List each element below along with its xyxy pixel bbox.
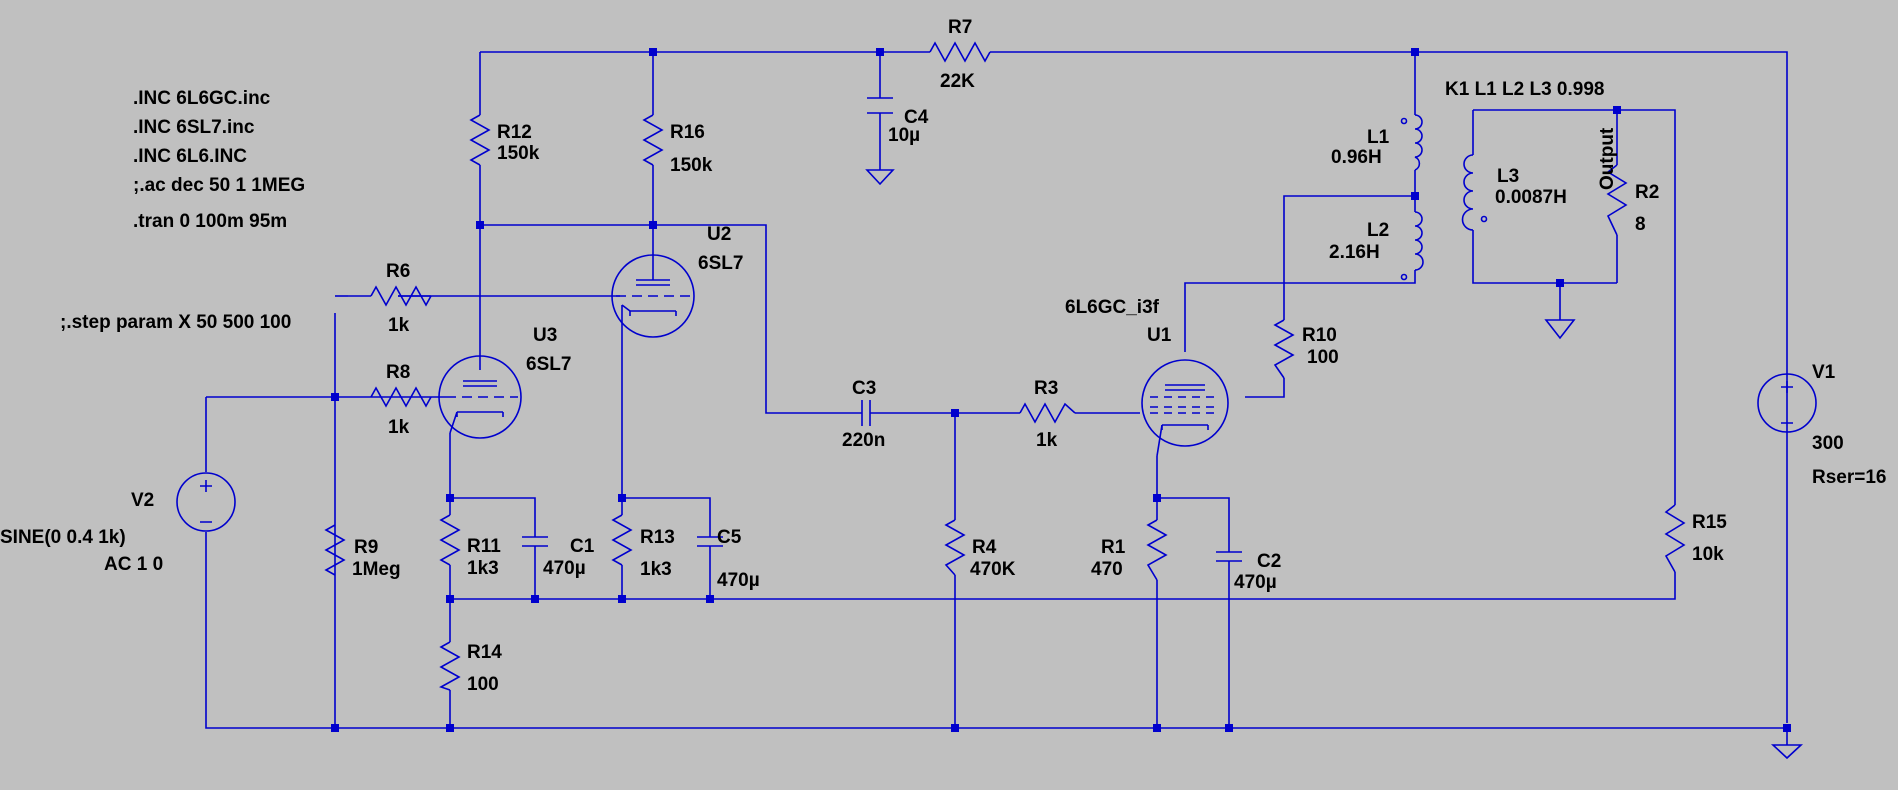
capacitor-C2[interactable] [1216, 545, 1242, 568]
label-C5-value: 470µ [717, 570, 760, 591]
label-U1-name: U1 [1147, 325, 1172, 346]
label-U3-value: 6SL7 [526, 354, 571, 375]
capacitor-C4[interactable] [865, 97, 895, 186]
directive-inc-6sl7[interactable]: .INC 6SL7.inc [133, 117, 255, 138]
tube-U1[interactable] [1141, 359, 1229, 457]
label-V2-ac: AC 1 0 [104, 554, 163, 575]
resistor-R14[interactable] [439, 641, 461, 691]
label-R9-value: 1Meg [352, 559, 401, 580]
resistor-R16[interactable] [642, 114, 664, 166]
directive-tran[interactable]: .tran 0 100m 95m [133, 211, 287, 232]
tube-U3[interactable] [438, 355, 522, 439]
label-R7-name: R7 [948, 17, 972, 38]
label-U2-value: 6SL7 [698, 253, 743, 274]
capacitor-C5[interactable] [697, 529, 723, 554]
resistor-R4[interactable] [944, 519, 966, 576]
label-R11-name: R11 [467, 536, 501, 557]
resistor-R10[interactable] [1273, 319, 1295, 379]
label-U3-name: U3 [533, 325, 557, 346]
label-R10-value: 100 [1307, 347, 1339, 368]
label-R13-value: 1k3 [640, 559, 672, 580]
tube-U2[interactable] [611, 250, 695, 338]
capacitor-C3[interactable] [846, 400, 871, 426]
ground-symbol-main [1770, 728, 1804, 760]
label-R14-name: R14 [467, 642, 502, 663]
label-L1-name: L1 [1367, 127, 1390, 148]
label-R9-name: R9 [354, 537, 378, 558]
label-L1-value: 0.96H [1331, 147, 1382, 168]
label-C2-name: C2 [1257, 551, 1281, 572]
label-L3-value: 0.0087H [1495, 187, 1567, 208]
label-C2-value: 470µ [1234, 572, 1277, 593]
label-C1-value: 470µ [543, 558, 586, 579]
directive-step[interactable]: ;.step param X 50 500 100 [60, 312, 291, 333]
label-R13-name: R13 [640, 527, 675, 548]
junction-dots [331, 48, 1791, 732]
wires [205, 51, 1788, 729]
label-V2-name: V2 [131, 490, 154, 511]
label-C3-value: 220n [842, 430, 885, 451]
label-V1-value: 300 [1812, 433, 1844, 454]
resistor-R6[interactable] [348, 285, 432, 307]
label-R7-value: 22K [940, 71, 975, 92]
capacitor-C1[interactable] [522, 529, 548, 554]
resistor-R13[interactable] [611, 505, 633, 570]
resistor-R2[interactable] [1606, 164, 1628, 236]
label-C1-name: C1 [570, 536, 595, 557]
voltage-source-V1[interactable] [1757, 373, 1817, 433]
label-R11-value: 1k3 [467, 558, 499, 579]
label-R16-value: 150k [670, 155, 713, 176]
resistor-R1[interactable] [1146, 519, 1168, 581]
label-R3-value: 1k [1036, 430, 1058, 451]
label-R10-name: R10 [1302, 325, 1337, 346]
resistor-R3[interactable] [1019, 402, 1076, 424]
label-R6-value: 1k [388, 315, 410, 336]
label-R12-value: 150k [497, 143, 540, 164]
label-R6-name: R6 [386, 261, 410, 282]
label-U2-name: U2 [707, 224, 731, 245]
resistor-R7[interactable] [929, 41, 991, 63]
voltage-source-V2[interactable] [176, 472, 236, 532]
inductor-L1[interactable] [1400, 114, 1423, 171]
label-C4-value: 10µ [888, 125, 920, 146]
net-label-output: Output [1597, 127, 1618, 190]
label-C3-name: C3 [852, 378, 876, 399]
inductor-L3[interactable] [1461, 154, 1488, 231]
label-R1-value: 470 [1091, 559, 1123, 580]
directive-inc-6l6gc[interactable]: .INC 6L6GC.inc [133, 88, 271, 109]
label-R8-name: R8 [386, 362, 410, 383]
label-R2-value: 8 [1635, 214, 1646, 235]
label-R4-name: R4 [972, 537, 997, 558]
ground-symbol-output [1544, 319, 1576, 340]
label-C4-name: C4 [904, 107, 929, 128]
label-R12-name: R12 [497, 122, 532, 143]
directive-inc-6l6[interactable]: .INC 6L6.INC [133, 146, 247, 167]
resistor-R9[interactable] [324, 524, 346, 576]
label-C5-name: C5 [717, 527, 742, 548]
label-R3-name: R3 [1034, 378, 1058, 399]
label-R2-name: R2 [1635, 182, 1659, 203]
label-R8-value: 1k [388, 417, 410, 438]
inductor-L2[interactable] [1400, 211, 1424, 281]
label-U1-value: 6L6GC_i3f [1065, 297, 1160, 318]
resistor-R8[interactable] [370, 386, 432, 408]
directive-coupling[interactable]: K1 L1 L2 L3 0.998 [1445, 79, 1604, 100]
label-R15-name: R15 [1692, 512, 1727, 533]
label-R15-value: 10k [1692, 544, 1724, 565]
label-V1-rser: Rser=16 [1812, 467, 1886, 488]
label-L2-name: L2 [1367, 220, 1389, 241]
resistor-R11[interactable] [439, 505, 461, 570]
label-V1-name: V1 [1812, 362, 1836, 383]
label-R16-name: R16 [670, 122, 705, 143]
label-V2-value: SINE(0 0.4 1k) [0, 527, 126, 548]
label-R14-value: 100 [467, 674, 499, 695]
label-R1-name: R1 [1101, 537, 1126, 558]
resistor-R15[interactable] [1664, 504, 1686, 573]
label-R4-value: 470K [970, 559, 1016, 580]
resistor-R12[interactable] [469, 114, 491, 166]
label-L3-name: L3 [1497, 166, 1519, 187]
directive-ac[interactable]: ;.ac dec 50 1 1MEG [133, 175, 305, 196]
label-L2-value: 2.16H [1329, 242, 1380, 263]
